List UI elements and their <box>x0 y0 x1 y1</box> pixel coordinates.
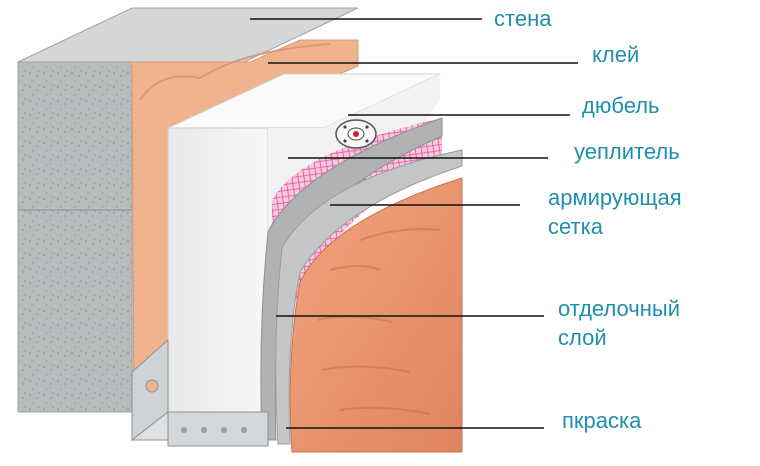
label-glue: клей <box>592 42 640 67</box>
starting-profile <box>130 338 270 447</box>
label-finish-line2: слой <box>558 325 607 350</box>
dowel <box>335 119 377 149</box>
label-mesh-line2: сетка <box>548 214 603 239</box>
label-dowel: дюбель <box>582 93 660 118</box>
label-mesh-line1: армирующая <box>548 185 682 210</box>
leader-lines <box>250 18 578 429</box>
label-finish-line1: отделочный <box>558 296 680 321</box>
insulation-layer <box>167 73 441 433</box>
label-wall: стена <box>494 6 552 31</box>
finishing-layer <box>260 117 463 445</box>
label-insulation: уеплитель <box>574 139 680 164</box>
label-paint: пкраска <box>562 408 642 433</box>
